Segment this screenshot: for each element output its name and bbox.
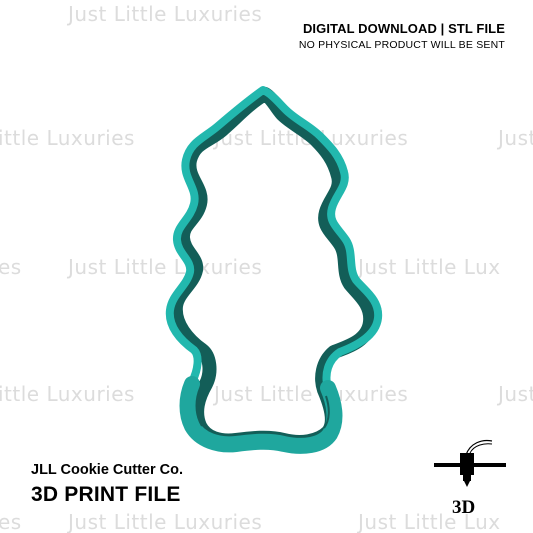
cutter-inner-wall	[168, 87, 378, 449]
icon-label: 3D	[452, 497, 475, 518]
cutter-base-rim	[179, 376, 343, 454]
header-title: DIGITAL DOWNLOAD | STL FILE	[302, 21, 505, 36]
3d-printer-icon: 3D	[434, 439, 506, 518]
print-file-label: 3D PRINT FILE	[31, 483, 181, 506]
brand-name: JLL Cookie Cutter Co.	[31, 462, 183, 478]
header-subtitle: NO PHYSICAL PRODUCT WILL BE SENT	[298, 39, 505, 51]
footer: JLL Cookie Cutter Co. 3D PRINT FILE	[31, 461, 183, 508]
header: DIGITAL DOWNLOAD | STL FILE NO PHYSICAL …	[299, 21, 505, 52]
